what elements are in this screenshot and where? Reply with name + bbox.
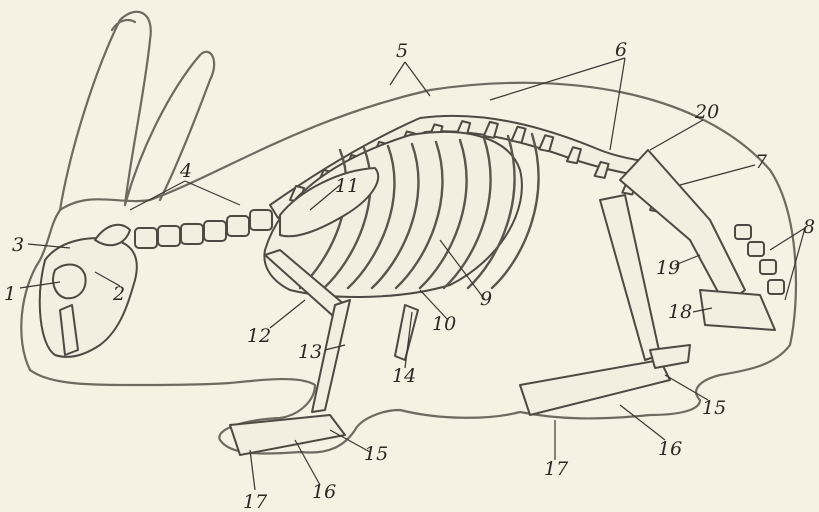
label-16-hind: 16 bbox=[658, 438, 682, 460]
hindlimb bbox=[520, 150, 775, 415]
label-2: 2 bbox=[112, 283, 125, 305]
label-9: 9 bbox=[480, 288, 492, 310]
label-19: 19 bbox=[656, 257, 680, 279]
label-3: 3 bbox=[12, 234, 24, 256]
label-17-fore: 17 bbox=[243, 491, 268, 512]
label-15-fore: 15 bbox=[364, 443, 388, 465]
label-4: 4 bbox=[179, 160, 192, 182]
label-13: 13 bbox=[298, 341, 322, 363]
label-17-hind: 17 bbox=[544, 458, 569, 480]
label-5: 5 bbox=[396, 40, 408, 62]
cervical-vertebrae bbox=[135, 210, 272, 248]
label-12: 12 bbox=[247, 325, 271, 347]
label-18: 18 bbox=[668, 301, 692, 323]
label-10: 10 bbox=[432, 313, 456, 335]
label-8: 8 bbox=[803, 216, 815, 238]
label-14: 14 bbox=[392, 365, 416, 387]
label-7: 7 bbox=[755, 151, 768, 173]
label-20: 20 bbox=[694, 101, 719, 123]
label-16-fore: 16 bbox=[312, 481, 336, 503]
label-15-hind: 15 bbox=[702, 397, 726, 419]
label-6: 6 bbox=[615, 39, 627, 61]
label-11: 11 bbox=[335, 175, 359, 197]
label-1: 1 bbox=[4, 283, 16, 305]
